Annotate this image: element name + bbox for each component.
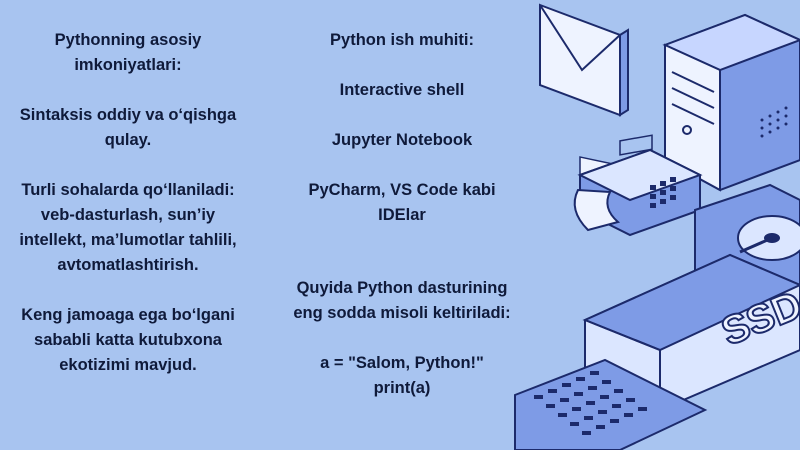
point-2-line-3: intellekt, ma’lumotlar tahlili, xyxy=(19,231,237,249)
left-column: Pythonning asosiy imkoniyatlari: Sintaks… xyxy=(0,28,256,378)
pc-tower-icon xyxy=(662,13,800,192)
middle-column: Python ish muhiti: Interactive shell Jup… xyxy=(272,28,532,401)
intro-line-2: eng sodda misoli keltiriladi: xyxy=(293,304,511,322)
point-2-line-1: Turli sohalarda qo‘llaniladi: xyxy=(21,181,235,199)
env-ide-line-2: IDElar xyxy=(378,206,426,224)
fax-machine-icon xyxy=(573,134,703,237)
intro-line-1: Quyida Python dasturining xyxy=(296,279,508,297)
ssd-icon: SSD xyxy=(582,253,800,412)
env-interactive-shell: Interactive shell xyxy=(339,81,465,99)
code-line-2: print(a) xyxy=(373,379,431,397)
keyboard-icon xyxy=(514,358,708,450)
point-1-line-2: qulay. xyxy=(104,131,152,149)
left-heading-line-2: imkoniyatlari: xyxy=(74,56,182,74)
point-3-line-3: ekotizimi mavjud. xyxy=(59,356,197,374)
point-2-line-2: veb-dasturlash, sun’iy xyxy=(40,206,216,224)
point-3-line-2: sababli katta kutubxona xyxy=(34,331,222,349)
env-ide-line-1: PyCharm, VS Code kabi xyxy=(308,181,496,199)
point-3-line-1: Keng jamoaga ega bo‘lgani xyxy=(21,306,235,324)
point-2-line-4: avtomatlashtirish. xyxy=(57,256,199,274)
point-1-line-1: Sintaksis oddiy va o‘qishga xyxy=(19,106,237,124)
env-jupyter: Jupyter Notebook xyxy=(331,131,473,149)
left-heading-line-1: Pythonning asosiy xyxy=(54,31,202,49)
code-line-1: a = "Salom, Python!" xyxy=(320,354,484,372)
computer-hardware-illustration: SSD xyxy=(514,3,800,450)
middle-heading: Python ish muhiti: xyxy=(330,31,474,49)
